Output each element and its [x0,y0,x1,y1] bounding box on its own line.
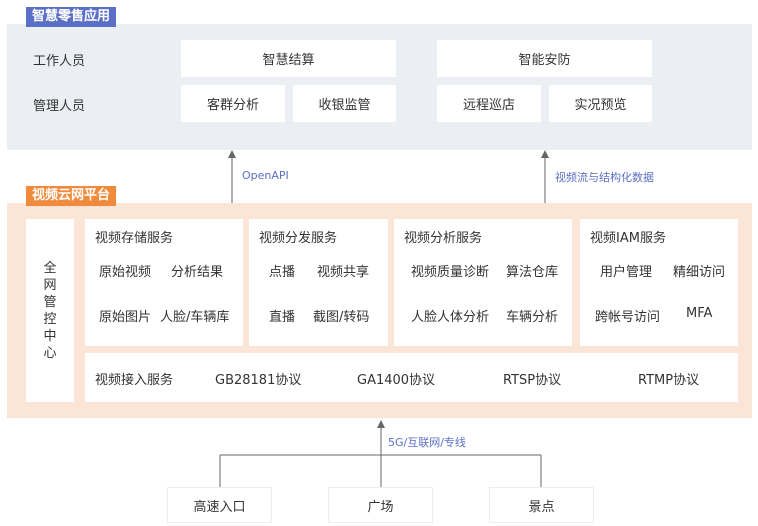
source-scenic-spot: 景点 [489,487,594,523]
remote-patrol-box: 远程巡店 [437,85,541,122]
row-label-staff: 工作人员 [33,54,86,69]
access-service-title: 视频接入服务 [95,373,174,388]
storage-item: 人脸/车辆库 [160,310,230,325]
storage-item: 原始视频 [99,265,152,280]
iam-item: MFA [686,306,713,321]
iam-service-card: 视频IAM服务 用户管理 精细访问 跨帐号访问 MFA [580,219,738,346]
distribution-item: 截图/转码 [313,310,370,325]
iam-service-title: 视频IAM服务 [590,231,666,246]
smart-security-box: 智能安防 [437,40,652,77]
protocol-item: GB28181协议 [215,373,302,388]
iam-item: 跨帐号访问 [595,310,661,325]
live-preview-box: 实况预览 [549,85,652,122]
storage-service-title: 视频存储服务 [95,231,174,246]
storage-item: 原始图片 [99,310,152,325]
distribution-item: 直播 [269,310,296,325]
distribution-item: 点播 [269,265,296,280]
video-cloud-platform-tag: 视频云网平台 [26,186,117,206]
source-highway-entrance: 高速入口 [167,487,272,523]
cashier-monitor-box: 收银监管 [293,85,396,122]
iam-item: 用户管理 [600,265,653,280]
video-stream-label: 视频流与结构化数据 [555,171,654,184]
customer-analysis-box: 客群分析 [181,85,285,122]
analysis-item: 视频质量诊断 [411,265,490,280]
access-service-card: 视频接入服务 GB28181协议 GA1400协议 RTSP协议 RTMP协议 [85,353,738,402]
protocol-item: RTSP协议 [503,373,562,388]
control-center-box: 全网管控中心 [26,219,74,402]
analysis-service-title: 视频分析服务 [404,231,483,246]
analysis-item: 车辆分析 [506,310,559,325]
analysis-service-card: 视频分析服务 视频质量诊断 算法仓库 人脸人体分析 车辆分析 [394,219,572,346]
row-label-managers: 管理人员 [33,99,86,114]
analysis-item: 算法仓库 [506,265,559,280]
control-center-label: 全网管控中心 [43,260,57,361]
retail-apps-tag: 智慧零售应用 [26,7,117,27]
storage-item: 分析结果 [171,265,224,280]
analysis-item: 人脸人体分析 [411,310,490,325]
openapi-label: OpenAPI [242,169,289,182]
smart-checkout-box: 智慧结算 [181,40,396,77]
distribution-service-title: 视频分发服务 [259,231,338,246]
distribution-item: 视频共享 [317,265,370,280]
protocol-item: RTMP协议 [638,373,700,388]
iam-item: 精细访问 [673,265,726,280]
network-label: 5G/互联网/专线 [388,436,466,449]
distribution-service-card: 视频分发服务 点播 视频共享 直播 截图/转码 [249,219,388,346]
source-plaza: 广场 [328,487,433,523]
protocol-item: GA1400协议 [357,373,436,388]
storage-service-card: 视频存储服务 原始视频 分析结果 原始图片 人脸/车辆库 [85,219,243,346]
